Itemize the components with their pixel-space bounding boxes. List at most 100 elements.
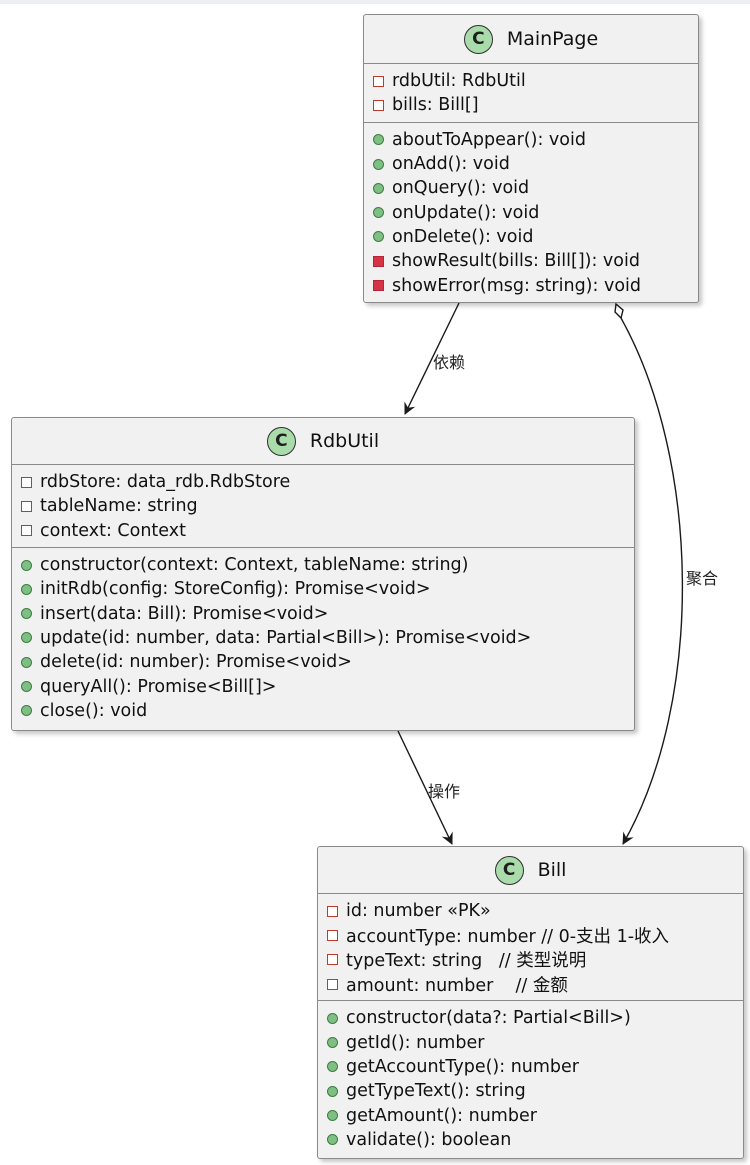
public-visibility-icon bbox=[21, 681, 32, 693]
method-text: constructor(context: Context, tableName:… bbox=[40, 555, 469, 576]
method-text: update(id: number, data: Partial<Bill>):… bbox=[40, 627, 532, 648]
aggregation-diamond bbox=[614, 302, 624, 320]
method-text: onQuery(): void bbox=[392, 178, 530, 199]
method-row: onDelete(): void bbox=[373, 225, 698, 249]
field-row: accountType: number // 0-支出 1-收入 bbox=[327, 923, 743, 947]
method-row: getId(): number bbox=[327, 1030, 743, 1054]
public-visibility-icon bbox=[327, 1134, 338, 1146]
public-visibility-icon bbox=[21, 583, 32, 595]
class-name: RdbUtil bbox=[309, 430, 380, 452]
method-row: close(): void bbox=[21, 699, 634, 723]
private-visibility-icon bbox=[21, 476, 32, 488]
method-text: showError(msg: string): void bbox=[392, 275, 641, 296]
method-row: getTypeText(): string bbox=[327, 1079, 743, 1103]
method-text: queryAll(): Promise<Bill[]> bbox=[40, 676, 277, 697]
method-row: initRdb(config: StoreConfig): Promise<vo… bbox=[21, 577, 634, 601]
public-visibility-icon bbox=[327, 1110, 338, 1122]
edge-label-depends: 依赖 bbox=[433, 353, 466, 372]
method-row: getAccountType(): number bbox=[327, 1055, 743, 1079]
field-text: id: number «PK» bbox=[346, 901, 491, 922]
field-row: bills: Bill[] bbox=[373, 93, 698, 117]
class-divider bbox=[318, 893, 743, 894]
public-visibility-icon bbox=[373, 231, 384, 243]
class-name: Bill bbox=[537, 859, 567, 881]
method-text: getAmount(): number bbox=[346, 1105, 537, 1126]
method-row: validate(): boolean bbox=[327, 1128, 743, 1152]
field-row: typeText: string // 类型说明 bbox=[327, 948, 743, 972]
field-row: amount: number // 金额 bbox=[327, 972, 743, 996]
field-text: tableName: string bbox=[40, 496, 198, 517]
public-visibility-icon bbox=[21, 559, 32, 571]
fields-section: rdbStore: data_rdb.RdbStore tableName: st… bbox=[12, 465, 634, 547]
field-text: amount: number // 金额 bbox=[346, 975, 568, 996]
class-header: C Bill bbox=[318, 847, 743, 893]
methods-section: constructor(context: Context, tableName:… bbox=[12, 548, 634, 727]
fields-section: id: number «PK»accountType: number // 0-… bbox=[318, 894, 743, 1000]
method-text: onAdd(): void bbox=[392, 154, 510, 175]
private-visibility-icon bbox=[327, 978, 338, 990]
aggregation-edge-mainpage-bill bbox=[620, 317, 684, 845]
field-row: tableName: string bbox=[21, 494, 634, 518]
method-text: onUpdate(): void bbox=[392, 202, 540, 223]
public-visibility-icon bbox=[373, 207, 384, 219]
method-text: aboutToAppear(): void bbox=[392, 129, 586, 150]
public-visibility-icon bbox=[21, 656, 32, 668]
method-text: validate(): boolean bbox=[346, 1129, 512, 1150]
class-divider bbox=[364, 63, 698, 64]
method-row: onUpdate(): void bbox=[373, 200, 698, 224]
methods-section: aboutToAppear(): void onAdd(): void onQuer… bbox=[364, 123, 698, 302]
method-text: getId(): number bbox=[346, 1032, 485, 1053]
dependency-edge-mainpage-rdbutil bbox=[404, 302, 460, 415]
method-row: showError(msg: string): void bbox=[373, 273, 698, 297]
method-row: aboutToAppear(): void bbox=[373, 128, 698, 152]
method-row: queryAll(): Promise<Bill[]> bbox=[21, 674, 634, 698]
method-text: onDelete(): void bbox=[392, 226, 534, 247]
public-visibility-icon bbox=[373, 134, 384, 146]
public-visibility-icon bbox=[373, 182, 384, 194]
method-row: update(id: number, data: Partial<Bill>):… bbox=[21, 626, 634, 650]
method-text: getAccountType(): number bbox=[346, 1056, 580, 1077]
private-visibility-icon bbox=[21, 525, 32, 537]
class-divider bbox=[12, 464, 634, 465]
public-visibility-icon bbox=[327, 1037, 338, 1049]
private-visibility-icon bbox=[373, 99, 384, 111]
private-visibility-icon bbox=[327, 929, 338, 941]
method-text: getTypeText(): string bbox=[346, 1081, 526, 1102]
class-icon: C bbox=[494, 855, 524, 885]
method-text: showResult(bills: Bill[]): void bbox=[392, 251, 640, 272]
class-divider bbox=[318, 1000, 743, 1002]
class-box-bill[interactable]: C Bill id: number «PK»accountType: numbe… bbox=[317, 846, 744, 1159]
class-icon: C bbox=[266, 426, 296, 456]
public-visibility-icon bbox=[327, 1012, 338, 1024]
method-row: onQuery(): void bbox=[373, 176, 698, 200]
class-name: MainPage bbox=[506, 28, 599, 50]
private-visibility-icon bbox=[373, 75, 384, 87]
field-row: rdbStore: data_rdb.RdbStore bbox=[21, 470, 634, 494]
top-bar bbox=[0, 0, 750, 4]
method-row: constructor(context: Context, tableName:… bbox=[21, 553, 634, 577]
methods-section: constructor(data?: Partial<Bill>) getId()… bbox=[318, 1001, 743, 1156]
public-visibility-icon bbox=[327, 1085, 338, 1097]
method-text: delete(id: number): Promise<void> bbox=[40, 652, 352, 673]
public-visibility-icon bbox=[21, 632, 32, 644]
method-row: onAdd(): void bbox=[373, 152, 698, 176]
field-text: rdbStore: data_rdb.RdbStore bbox=[40, 472, 291, 493]
method-row: showResult(bills: Bill[]): void bbox=[373, 249, 698, 273]
field-text: bills: Bill[] bbox=[392, 95, 479, 116]
edge-label-aggregates: 聚合 bbox=[686, 569, 719, 588]
public-visibility-icon bbox=[21, 705, 32, 717]
private-visibility-icon bbox=[21, 500, 32, 512]
private-visibility-icon bbox=[373, 255, 384, 267]
class-divider bbox=[12, 546, 634, 548]
class-divider bbox=[364, 121, 698, 123]
method-text: constructor(data?: Partial<Bill>) bbox=[346, 1008, 631, 1029]
method-text: insert(data: Bill): Promise<void> bbox=[40, 603, 329, 624]
public-visibility-icon bbox=[327, 1061, 338, 1073]
method-row: constructor(data?: Partial<Bill>) bbox=[327, 1006, 743, 1030]
method-row: delete(id: number): Promise<void> bbox=[21, 650, 634, 674]
field-row: context: Context bbox=[21, 519, 634, 543]
